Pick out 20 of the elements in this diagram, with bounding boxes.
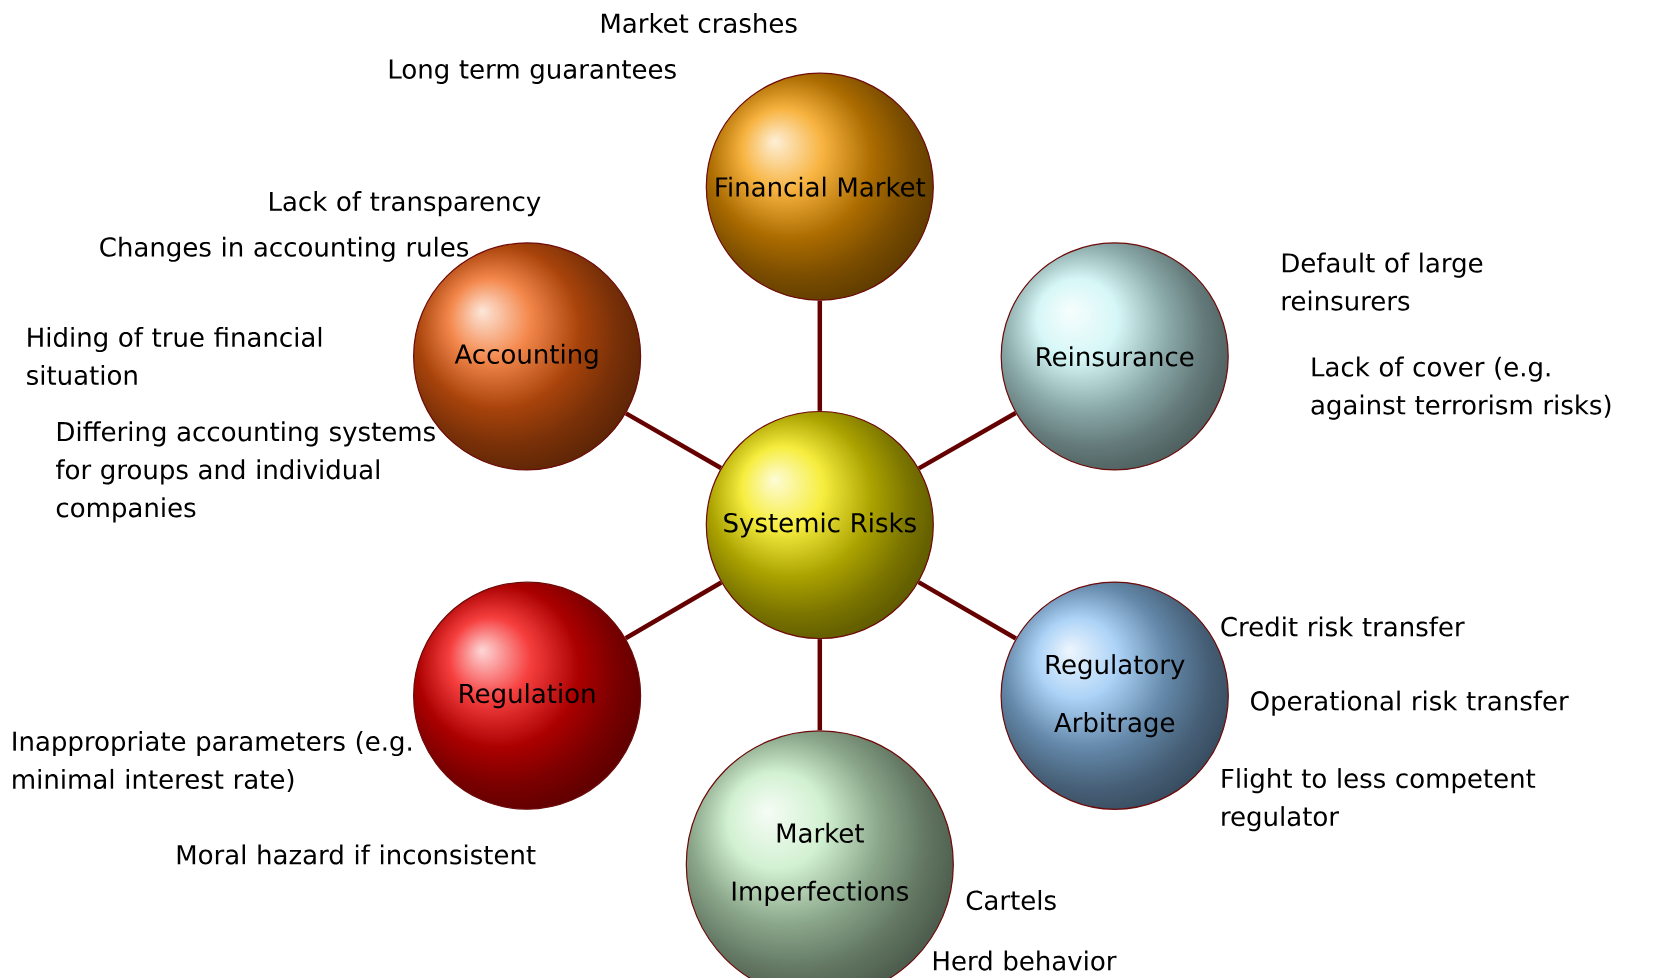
note-text: Default of large reinsurers [1282, 252, 1483, 311]
circle-node: Reinsurance [1000, 242, 1229, 471]
connector-line [817, 300, 823, 411]
note-text: Moral hazard if inconsistent [177, 844, 536, 865]
connector-line [624, 411, 723, 470]
connector-line [817, 639, 823, 731]
note-text: Inappropriate parameters (e.g. minimal interest rate) [13, 730, 411, 793]
circle-node: Financial Market [705, 72, 934, 301]
note-text: Cartels [966, 890, 1056, 911]
note-text: Market crashes [601, 12, 797, 33]
connector-line [624, 580, 723, 641]
circle-node: Systemic Risks [705, 410, 934, 640]
note-text: Hiding of true financial situation [27, 326, 322, 385]
circle-node: Regulation [413, 581, 642, 810]
note-text: Lack of cover (e.g. against terrorism risks) [1311, 356, 1611, 420]
connector-line [917, 411, 1017, 471]
connector-line [917, 580, 1017, 641]
note-text: Lack of transparency [270, 191, 541, 217]
note-text: Long term guarantees [389, 59, 676, 84]
note-text: Operational risk transfer [1251, 690, 1569, 716]
